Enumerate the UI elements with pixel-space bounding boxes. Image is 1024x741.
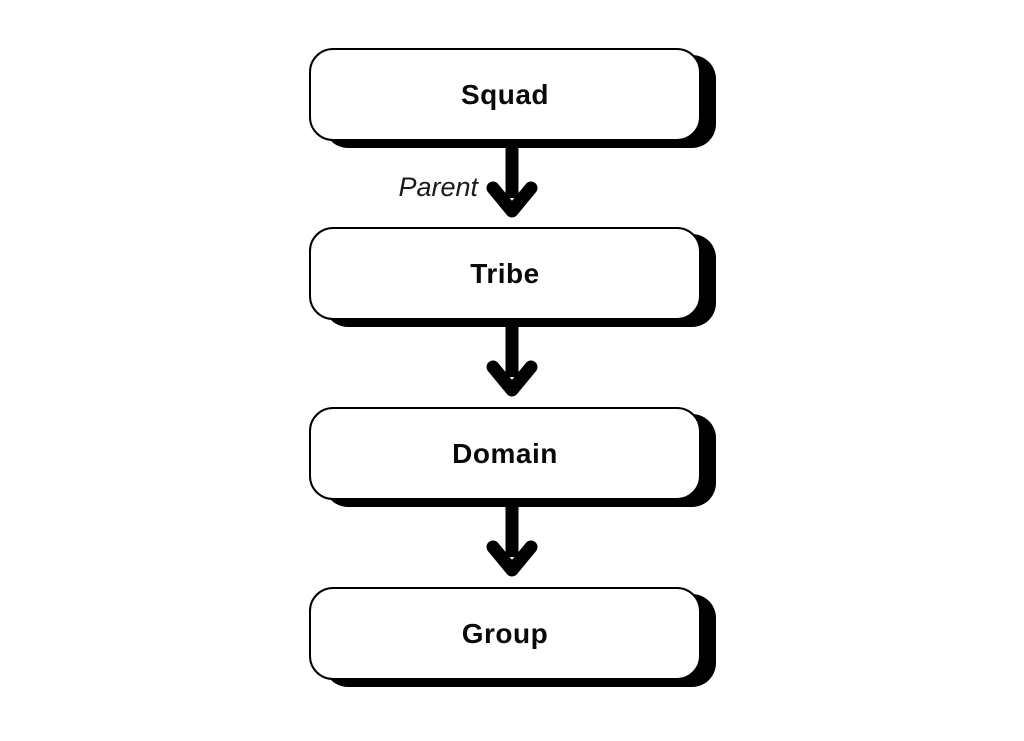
arrow-down-icon bbox=[486, 142, 538, 218]
node-squad: Squad bbox=[309, 48, 701, 141]
node-tribe-label: Tribe bbox=[470, 257, 540, 289]
arrow-down-icon bbox=[486, 321, 538, 397]
node-squad-label: Squad bbox=[460, 78, 550, 110]
arrow-down-icon bbox=[486, 501, 538, 577]
node-tribe: Tribe bbox=[309, 227, 701, 320]
node-domain-label: Domain bbox=[452, 437, 558, 469]
node-group: Group bbox=[309, 587, 701, 680]
edge-label-parent: Parent bbox=[398, 172, 478, 202]
node-domain: Domain bbox=[309, 407, 701, 500]
node-group-label: Group bbox=[461, 617, 549, 649]
